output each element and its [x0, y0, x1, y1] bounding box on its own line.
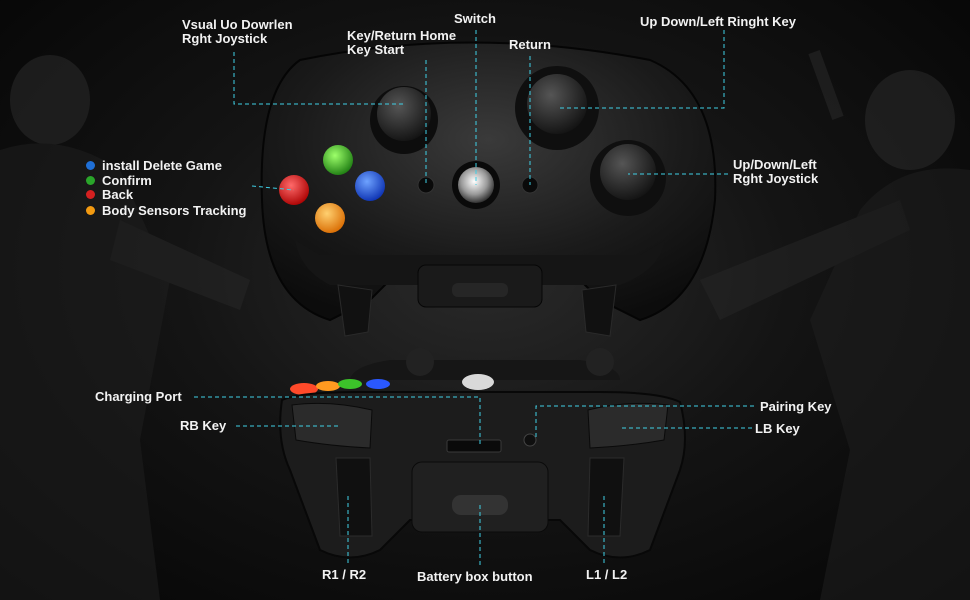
l1-l2-label: L1 / L2: [586, 567, 628, 582]
charging-port-label: Charging Port: [95, 389, 182, 404]
key-return-home-label-line2: Key Start: [347, 42, 405, 57]
legend-item-install-delete: install Delete Game: [86, 158, 222, 173]
visual-joystick-label-line2: Rght Joystick: [182, 31, 268, 46]
legend-label: install Delete Game: [102, 158, 222, 173]
rb-key-label: RB Key: [180, 418, 227, 433]
key-return-home-label-line1: Key/Return Home: [347, 28, 457, 43]
r1-r2-label: R1 / R2: [322, 567, 367, 582]
soldier-left-silhouette: [0, 55, 250, 600]
blue-dot-icon: [86, 161, 95, 170]
visual-joystick-label: Vsual Uo Dowrlen Rght Joystick: [182, 18, 293, 46]
legend-item-body-sensors: Body Sensors Tracking: [86, 203, 247, 218]
up-down-left-right-key-label: Up Down/Left Ringht Key: [640, 14, 796, 29]
legend-label: Back: [102, 187, 134, 202]
orange-dot-icon: [86, 206, 95, 215]
return-label: Return: [509, 37, 551, 52]
switch-label: Switch: [454, 11, 496, 26]
up-down-left-joystick-label: Up/Down/Left Rght Joystick: [733, 158, 818, 186]
legend-label: Body Sensors Tracking: [102, 203, 247, 218]
lb-key-label: LB Key: [755, 421, 800, 436]
legend-label: Confirm: [102, 173, 152, 188]
up-down-left-joystick-label-line1: Up/Down/Left: [733, 157, 817, 172]
up-down-left-joystick-label-line2: Rght Joystick: [733, 171, 819, 186]
key-return-home-label: Key/Return Home Key Start: [347, 29, 456, 57]
green-dot-icon: [86, 176, 95, 185]
red-dot-icon: [86, 190, 95, 199]
pairing-key-label: Pairing Key: [760, 399, 832, 414]
legend-item-back: Back: [86, 187, 133, 202]
visual-joystick-label-line1: Vsual Uo Dowrlen: [182, 17, 293, 32]
battery-box-button-label: Battery box button: [417, 569, 533, 584]
legend-item-confirm: Confirm: [86, 173, 152, 188]
soldier-right-silhouette: [700, 50, 970, 600]
